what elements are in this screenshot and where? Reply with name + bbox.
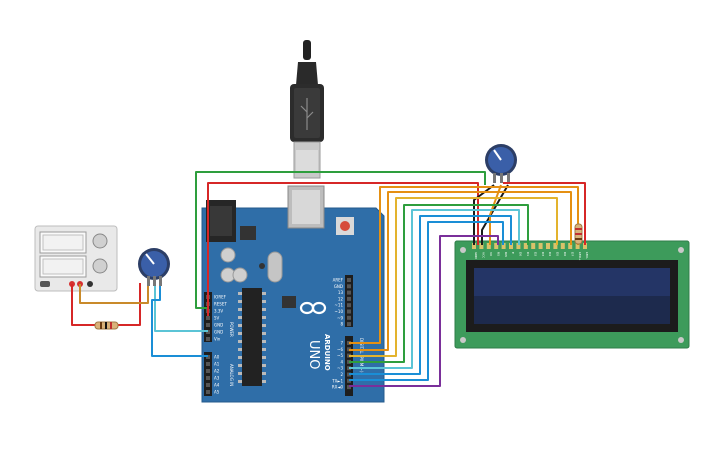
lcd-pin xyxy=(523,243,528,249)
lcd-pin xyxy=(479,243,484,249)
digital-pin-label: ~6 xyxy=(337,347,343,352)
analog-pin-label: A0 xyxy=(214,355,220,360)
power-pin-label: RESET xyxy=(214,302,227,307)
wire-red xyxy=(118,283,141,326)
digital-pin-label: 7 xyxy=(340,341,343,346)
lcd-pin xyxy=(575,243,580,249)
lcd-pin-label: D5 xyxy=(556,252,560,256)
power-pin-label: 3.3V xyxy=(214,309,223,314)
lcd-pin xyxy=(568,243,573,249)
resistor-left xyxy=(94,321,119,330)
power-supply xyxy=(34,225,118,292)
analog-pin-label: A1 xyxy=(214,362,220,367)
analog-section-label: ANALOG IN xyxy=(229,364,234,386)
power-pin-label: GND xyxy=(214,323,223,328)
analog-pin-label: A2 xyxy=(214,369,220,374)
lcd-pin-label: RW xyxy=(504,252,508,257)
wire-blue xyxy=(151,286,208,357)
usb-icon xyxy=(300,98,314,130)
lcd-pin xyxy=(560,243,565,249)
power-section-label: POWER xyxy=(229,322,234,337)
wire-yellow xyxy=(349,197,558,357)
lcd-pin xyxy=(494,243,499,249)
power-pin-label: Vin xyxy=(214,337,221,342)
analog-pin-label: A3 xyxy=(214,376,220,381)
wire-lightblue xyxy=(349,209,520,369)
lcd-pin-label: V0 xyxy=(489,252,493,256)
digital-pin-label: 12 xyxy=(338,296,344,301)
potentiometer-left xyxy=(138,248,170,286)
wire-green xyxy=(349,204,529,363)
digital-pin-label: 4 xyxy=(340,359,343,364)
lcd-pin-label: D1 xyxy=(526,252,530,256)
lcd-pin xyxy=(501,243,506,249)
lcd-pin xyxy=(583,243,587,249)
lcd-pin xyxy=(531,243,536,249)
lcd-pin-label: GND xyxy=(474,252,478,260)
digital-pin-label: TX►1 xyxy=(331,378,343,383)
lcd-pin-label: D0 xyxy=(519,252,523,256)
lcd-pin xyxy=(516,243,521,249)
lcd-pin xyxy=(538,243,543,249)
wire-brown xyxy=(79,284,149,304)
digital-pin-label: GND xyxy=(334,284,343,289)
digital-pin-label: ~10 xyxy=(335,309,344,314)
lcd-pin xyxy=(486,243,491,249)
wire-red xyxy=(71,284,95,326)
digital-pin-label: ~11 xyxy=(335,303,344,308)
digital-pin-label: 13 xyxy=(338,290,344,295)
wire-blue xyxy=(349,221,504,381)
digital-pin-label: ~3 xyxy=(337,366,343,371)
lcd-pin xyxy=(546,243,550,249)
arduino-board: ARDUINO UNO POWER ANALOG IN DIGITAL (PWM… xyxy=(201,185,385,403)
wire-green xyxy=(195,171,486,309)
lcd-pin-label: D3 xyxy=(541,252,545,256)
digital-pin-label: AREF xyxy=(333,278,344,283)
lcd-pin-label: D7 xyxy=(570,252,574,256)
lcd-pin-label: D6 xyxy=(563,252,567,256)
lcd-pin xyxy=(472,243,476,249)
lcd-pin xyxy=(509,243,513,249)
wire-orange xyxy=(349,186,579,344)
lcd-pin-label: D2 xyxy=(533,252,537,256)
power-pin-label: GND xyxy=(214,330,223,335)
board-model: UNO xyxy=(306,340,321,369)
resistor-lcd xyxy=(574,223,583,245)
wire-purple xyxy=(349,235,499,387)
arduino-logo-icon xyxy=(299,301,327,315)
wire-orange xyxy=(349,191,572,351)
wire-black xyxy=(473,184,495,245)
lcd-pin xyxy=(553,243,558,249)
analog-pin-label: A5 xyxy=(214,390,220,395)
wire-red xyxy=(503,182,586,245)
wires xyxy=(71,171,586,387)
power-pin-label: IOREF xyxy=(214,295,227,300)
potentiometer-top xyxy=(485,144,517,183)
lcd-pin-label: LED+ xyxy=(578,252,582,261)
lcd-pin-label: LED- xyxy=(585,252,589,259)
wire-black xyxy=(481,184,509,245)
lcd-pin-label: E xyxy=(511,252,515,254)
digital-pin-label: ~5 xyxy=(337,353,343,358)
lcd-pin-label: VCC xyxy=(482,252,486,258)
wire-red xyxy=(207,182,479,316)
digital-pin-label: RX◄0 xyxy=(332,385,344,390)
lcd-pin-label: RS xyxy=(496,252,500,256)
lcd-pin-label: D4 xyxy=(548,252,552,256)
wire-blue xyxy=(349,215,512,375)
digital-pin-label: ~9 xyxy=(337,315,343,320)
power-pin-label: 5V xyxy=(214,316,220,321)
analog-pin-label: A4 xyxy=(214,383,220,388)
digital-pin-label: 2 xyxy=(340,372,343,377)
digital-pin-label: 8 xyxy=(340,322,343,327)
board-brand: ARDUINO xyxy=(323,334,331,371)
usb-cable xyxy=(290,40,324,179)
